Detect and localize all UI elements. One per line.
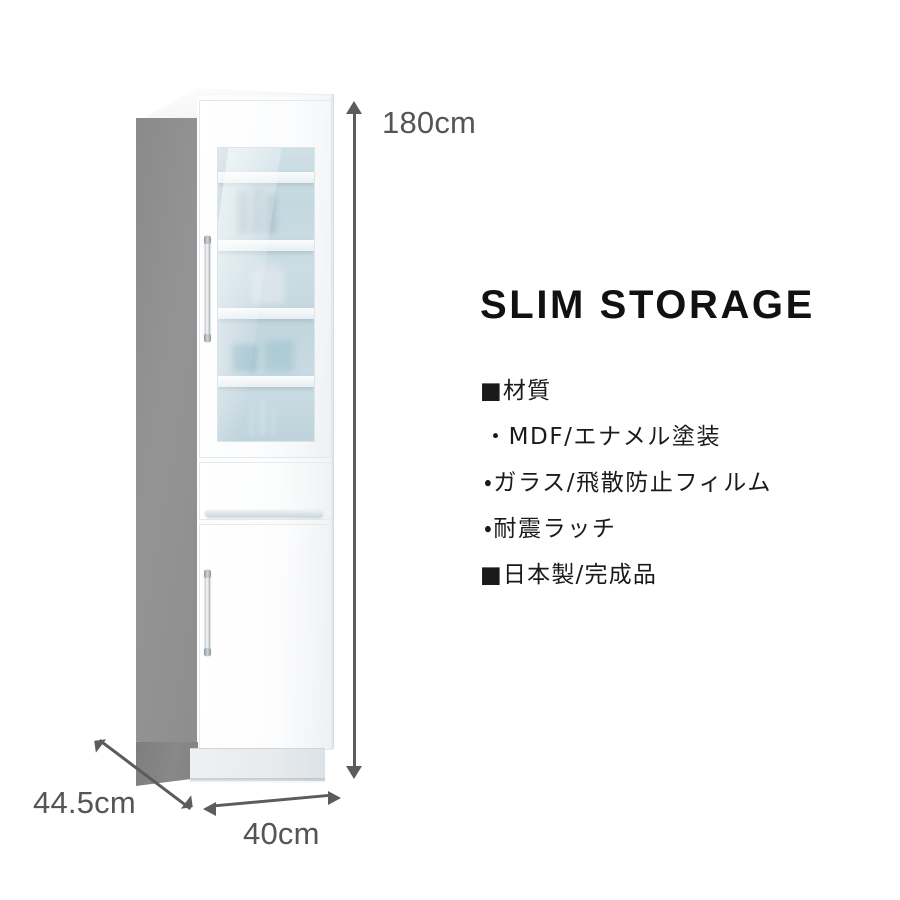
cabinet-base-side bbox=[136, 742, 198, 786]
product-title: SLIM STORAGE bbox=[480, 283, 815, 327]
height-arrow-line bbox=[353, 112, 356, 768]
width-arrow-head-right bbox=[328, 791, 341, 805]
lower-door bbox=[199, 524, 332, 750]
upper-door-handle bbox=[204, 236, 211, 342]
width-arrow-line bbox=[213, 793, 333, 808]
interior-shelf bbox=[218, 376, 314, 387]
cabinet-ground-shadow bbox=[190, 778, 325, 783]
shelf-content-item bbox=[271, 408, 276, 436]
shelf-content-item bbox=[264, 340, 294, 372]
spec-item-glass-film: ・ガラス/飛散防止フィルム bbox=[484, 470, 772, 496]
shelf-content-item bbox=[260, 400, 265, 436]
cabinet-illustration bbox=[0, 0, 380, 900]
height-dimension-label: 180cm bbox=[382, 105, 477, 140]
drawer-pull-handle bbox=[205, 510, 323, 517]
spec-item-material-heading: ■材質 bbox=[480, 378, 552, 404]
shelf-content-item bbox=[249, 406, 254, 436]
cabinet-base-plinth bbox=[190, 748, 325, 781]
width-dimension-label: 40cm bbox=[243, 816, 320, 851]
depth-arrow-head-topleft bbox=[94, 739, 108, 753]
width-arrow-head-left bbox=[203, 802, 216, 816]
spec-item-mdf-enamel: ・MDF/エナメル塗装 bbox=[484, 424, 722, 450]
cabinet-side-panel bbox=[136, 118, 198, 773]
lower-door-handle bbox=[204, 570, 211, 656]
height-arrow-head-up bbox=[346, 101, 362, 114]
frosted-glass-pane bbox=[217, 147, 315, 442]
depth-dimension-label: 44.5cm bbox=[33, 785, 136, 820]
specification-list: ■材質 ・MDF/エナメル塗装 ・ガラス/飛散防止フィルム ・耐震ラッチ ■日本… bbox=[480, 368, 900, 598]
spec-item-earthquake-latch: ・耐震ラッチ bbox=[484, 516, 617, 542]
product-info-panel: SLIM STORAGE ■材質 ・MDF/エナメル塗装 ・ガラス/飛散防止フィ… bbox=[480, 0, 900, 900]
interior-shelf bbox=[218, 308, 314, 319]
depth-arrow-head-bottomright bbox=[179, 795, 193, 809]
height-arrow-head-down bbox=[346, 766, 362, 779]
width-arrow-group bbox=[203, 788, 341, 816]
spec-item-made-in-japan: ■日本製/完成品 bbox=[480, 562, 658, 588]
